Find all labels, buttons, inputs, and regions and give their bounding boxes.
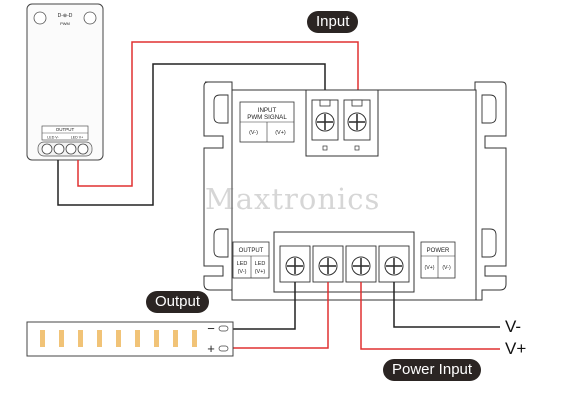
input-subtitle: PWM SIGNAL — [247, 114, 287, 121]
led-strip: − + — [26, 321, 234, 357]
output-block-title: OUTPUT — [239, 248, 264, 254]
power-pos-label: (V+) — [425, 265, 435, 271]
led-chip — [135, 330, 140, 347]
remote-output-title: OUTPUT — [56, 127, 75, 132]
power-neg-terminal-label: V- — [505, 317, 522, 336]
remote-led-pos: LED V+ — [71, 136, 84, 140]
remote-terminal — [41, 143, 53, 155]
black-power-wire — [393, 282, 500, 328]
remote-terminal — [77, 143, 89, 155]
black-signal-wire — [57, 63, 326, 206]
power-pos-terminal-label: V+ — [505, 339, 527, 358]
remote-terminal — [53, 143, 65, 155]
output-led-pos-line2: (V+) — [255, 269, 266, 275]
output-tag: Output — [146, 291, 210, 313]
mount-slot — [213, 228, 229, 258]
output-led-pos-line1: LED — [255, 261, 266, 267]
watermark-text: Maxtronics — [205, 182, 381, 216]
red-output-wire — [232, 282, 329, 349]
screw-icon — [347, 112, 367, 132]
black-output-wire — [232, 282, 296, 330]
power-input-tag: Power Input — [383, 359, 482, 381]
output-led-neg-line1: LED — [237, 261, 248, 267]
remote-corner-hole — [83, 11, 97, 25]
led-chip — [173, 330, 178, 347]
input-tag: Input — [307, 11, 359, 33]
led-chip — [59, 330, 64, 347]
led-chip — [192, 330, 197, 347]
strip-pad — [218, 345, 229, 352]
screw-icon — [384, 256, 404, 276]
led-chip — [40, 330, 45, 347]
remote-led-neg: LED V- — [47, 136, 59, 140]
remote-model-text: PWM — [60, 21, 70, 26]
input-pos-label: (V+) — [275, 130, 286, 136]
screw-icon — [285, 256, 305, 276]
screw-icon — [315, 112, 335, 132]
remote-corner-hole — [33, 11, 47, 25]
strip-minus-sign: − — [207, 321, 215, 336]
strip-pad — [218, 325, 229, 332]
power-neg-label: (V-) — [442, 265, 451, 271]
red-power-wire — [360, 282, 500, 350]
input-label-block: INPUT PWM SIGNAL (V-) (V+) — [239, 101, 295, 143]
pwm-remote-device: D-⊕-D PWM OUTPUT LED V- LED V+ — [26, 3, 104, 161]
input-terminal-block — [305, 89, 379, 157]
led-chip — [97, 330, 102, 347]
red-signal-wire — [77, 41, 359, 187]
power-block-title: POWER — [427, 248, 450, 254]
output-label-block: OUTPUT LED (V-) LED (V+) — [232, 241, 270, 279]
led-chip — [154, 330, 159, 347]
led-chip — [116, 330, 121, 347]
input-title: INPUT — [258, 107, 277, 114]
input-neg-label: (V-) — [249, 130, 258, 136]
led-chip — [78, 330, 83, 347]
output-led-neg-line2: (V-) — [238, 269, 247, 275]
screw-icon — [351, 256, 371, 276]
remote-top-text: D-⊕-D — [58, 13, 73, 19]
strip-plus-sign: + — [207, 341, 215, 356]
screw-icon — [318, 256, 338, 276]
mount-slot — [481, 228, 497, 258]
power-label-block: POWER (V+) (V-) — [420, 241, 456, 279]
remote-terminal — [65, 143, 77, 155]
mount-slot — [213, 94, 229, 124]
mount-slot — [481, 94, 497, 124]
